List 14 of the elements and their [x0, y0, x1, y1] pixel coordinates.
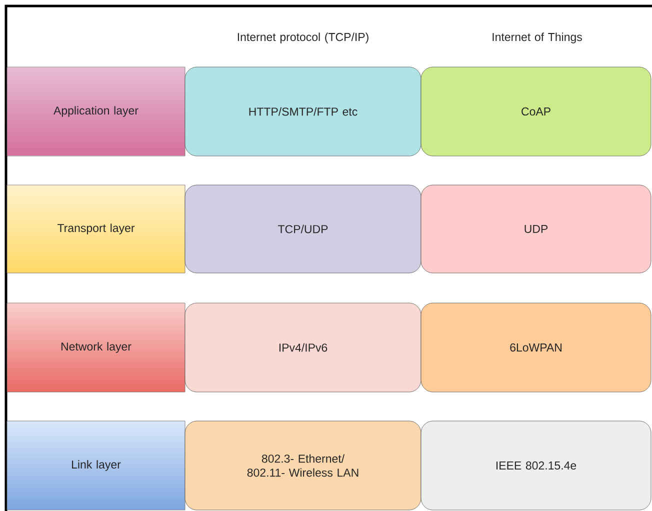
protocol-box: 6LoWPAN	[420, 302, 652, 392]
column-header: Internet protocol (TCP/IP)	[238, 32, 368, 44]
protocol-box: HTTP/SMTP/FTP etc	[184, 66, 422, 156]
protocol-box: CoAP	[420, 66, 652, 156]
protocol-box: IEEE 802.15.4e	[420, 420, 652, 510]
layer-box: Application layer	[6, 66, 186, 156]
protocol-box: IPv4/IPv6	[184, 302, 422, 392]
layer-box: Link layer	[6, 420, 186, 510]
layer-box: Network layer	[6, 302, 186, 392]
layer-box: Transport layer	[6, 184, 186, 274]
column-header: Internet of Things	[492, 32, 582, 44]
protocol-box: TCP/UDP	[184, 184, 422, 274]
protocol-box: UDP	[420, 184, 652, 274]
protocol-box: 802.3- Ethernet/ 802.11- Wireless LAN	[184, 420, 422, 510]
